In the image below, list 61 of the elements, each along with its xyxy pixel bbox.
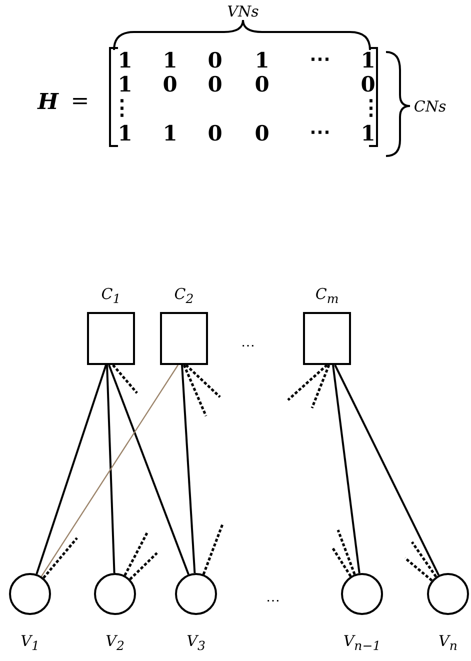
variable-node-circle xyxy=(94,573,136,615)
dashed-edge xyxy=(410,541,438,578)
variable-node-circle xyxy=(341,573,383,615)
matrix-entry: 0 xyxy=(208,74,222,94)
matrix-entry: 1 xyxy=(162,50,178,70)
edge-line xyxy=(106,364,116,574)
node-label: V$_{n}$ xyxy=(438,634,458,652)
dashed-edge xyxy=(404,557,433,582)
ellipsis: ⋯ xyxy=(266,594,280,608)
check-node-square xyxy=(303,312,351,365)
dashed-edge xyxy=(124,532,148,576)
edge-line xyxy=(334,364,440,576)
matrix-entry: 0 xyxy=(360,74,376,94)
variable-node-circle xyxy=(9,573,51,615)
brace-label: VNs xyxy=(227,4,259,20)
matrix-entry: 1 xyxy=(118,74,132,94)
matrix-entry: ⋯ xyxy=(310,120,330,142)
check-node-square xyxy=(87,312,135,365)
matrix-entry: 1 xyxy=(254,50,270,70)
dashed-edge xyxy=(336,530,356,575)
edge-line xyxy=(332,364,360,574)
matrix-entry: 1 xyxy=(360,50,376,70)
matrix-entry: 1 xyxy=(118,50,132,70)
dashed-edge xyxy=(42,537,78,579)
matrix-entry: 0 xyxy=(208,50,222,70)
matrix-entry: 1 xyxy=(360,122,376,144)
dashed-edge xyxy=(287,364,328,401)
dashed-edge xyxy=(202,522,224,575)
node-label: V$_{n−1}$ xyxy=(343,634,381,652)
matrix-symbol: H xyxy=(38,91,58,113)
dashed-edge xyxy=(182,364,208,416)
edge-line xyxy=(40,364,178,577)
node-label: V$_{1}$ xyxy=(20,634,40,652)
matrix-entry: ⋮ xyxy=(112,96,132,118)
edge-line xyxy=(181,364,196,574)
dashed-edge xyxy=(185,364,221,398)
matrix-entry: ⋯ xyxy=(310,48,330,68)
matrix-entry: 1 xyxy=(118,122,132,144)
edge-line xyxy=(36,364,107,574)
matrix-entry: 1 xyxy=(162,122,178,144)
dashed-edge xyxy=(129,552,158,580)
brace-label: CNs xyxy=(414,100,446,114)
ellipsis: ⋯ xyxy=(241,339,255,353)
matrix-entry: 0 xyxy=(254,122,270,144)
matrix-entry: ⋮ xyxy=(360,96,382,118)
edge-line xyxy=(108,364,190,575)
matrix-entry: 0 xyxy=(162,74,178,94)
dashed-edge xyxy=(310,364,330,408)
variable-node-circle xyxy=(427,573,469,615)
node-label: C$_{1}$ xyxy=(101,286,121,306)
equals-sign: = xyxy=(70,91,90,113)
matrix-entry: 0 xyxy=(208,122,222,144)
node-label: C$_{m}$ xyxy=(315,286,339,306)
check-node-square xyxy=(160,312,208,365)
node-label: V$_{3}$ xyxy=(186,634,206,652)
node-label: C$_{2}$ xyxy=(174,286,194,306)
matrix-entry: 0 xyxy=(254,74,270,94)
variable-node-circle xyxy=(175,573,217,615)
dashed-edge xyxy=(112,364,138,394)
node-label: V$_{2}$ xyxy=(106,634,124,652)
dashed-edge xyxy=(330,546,352,577)
